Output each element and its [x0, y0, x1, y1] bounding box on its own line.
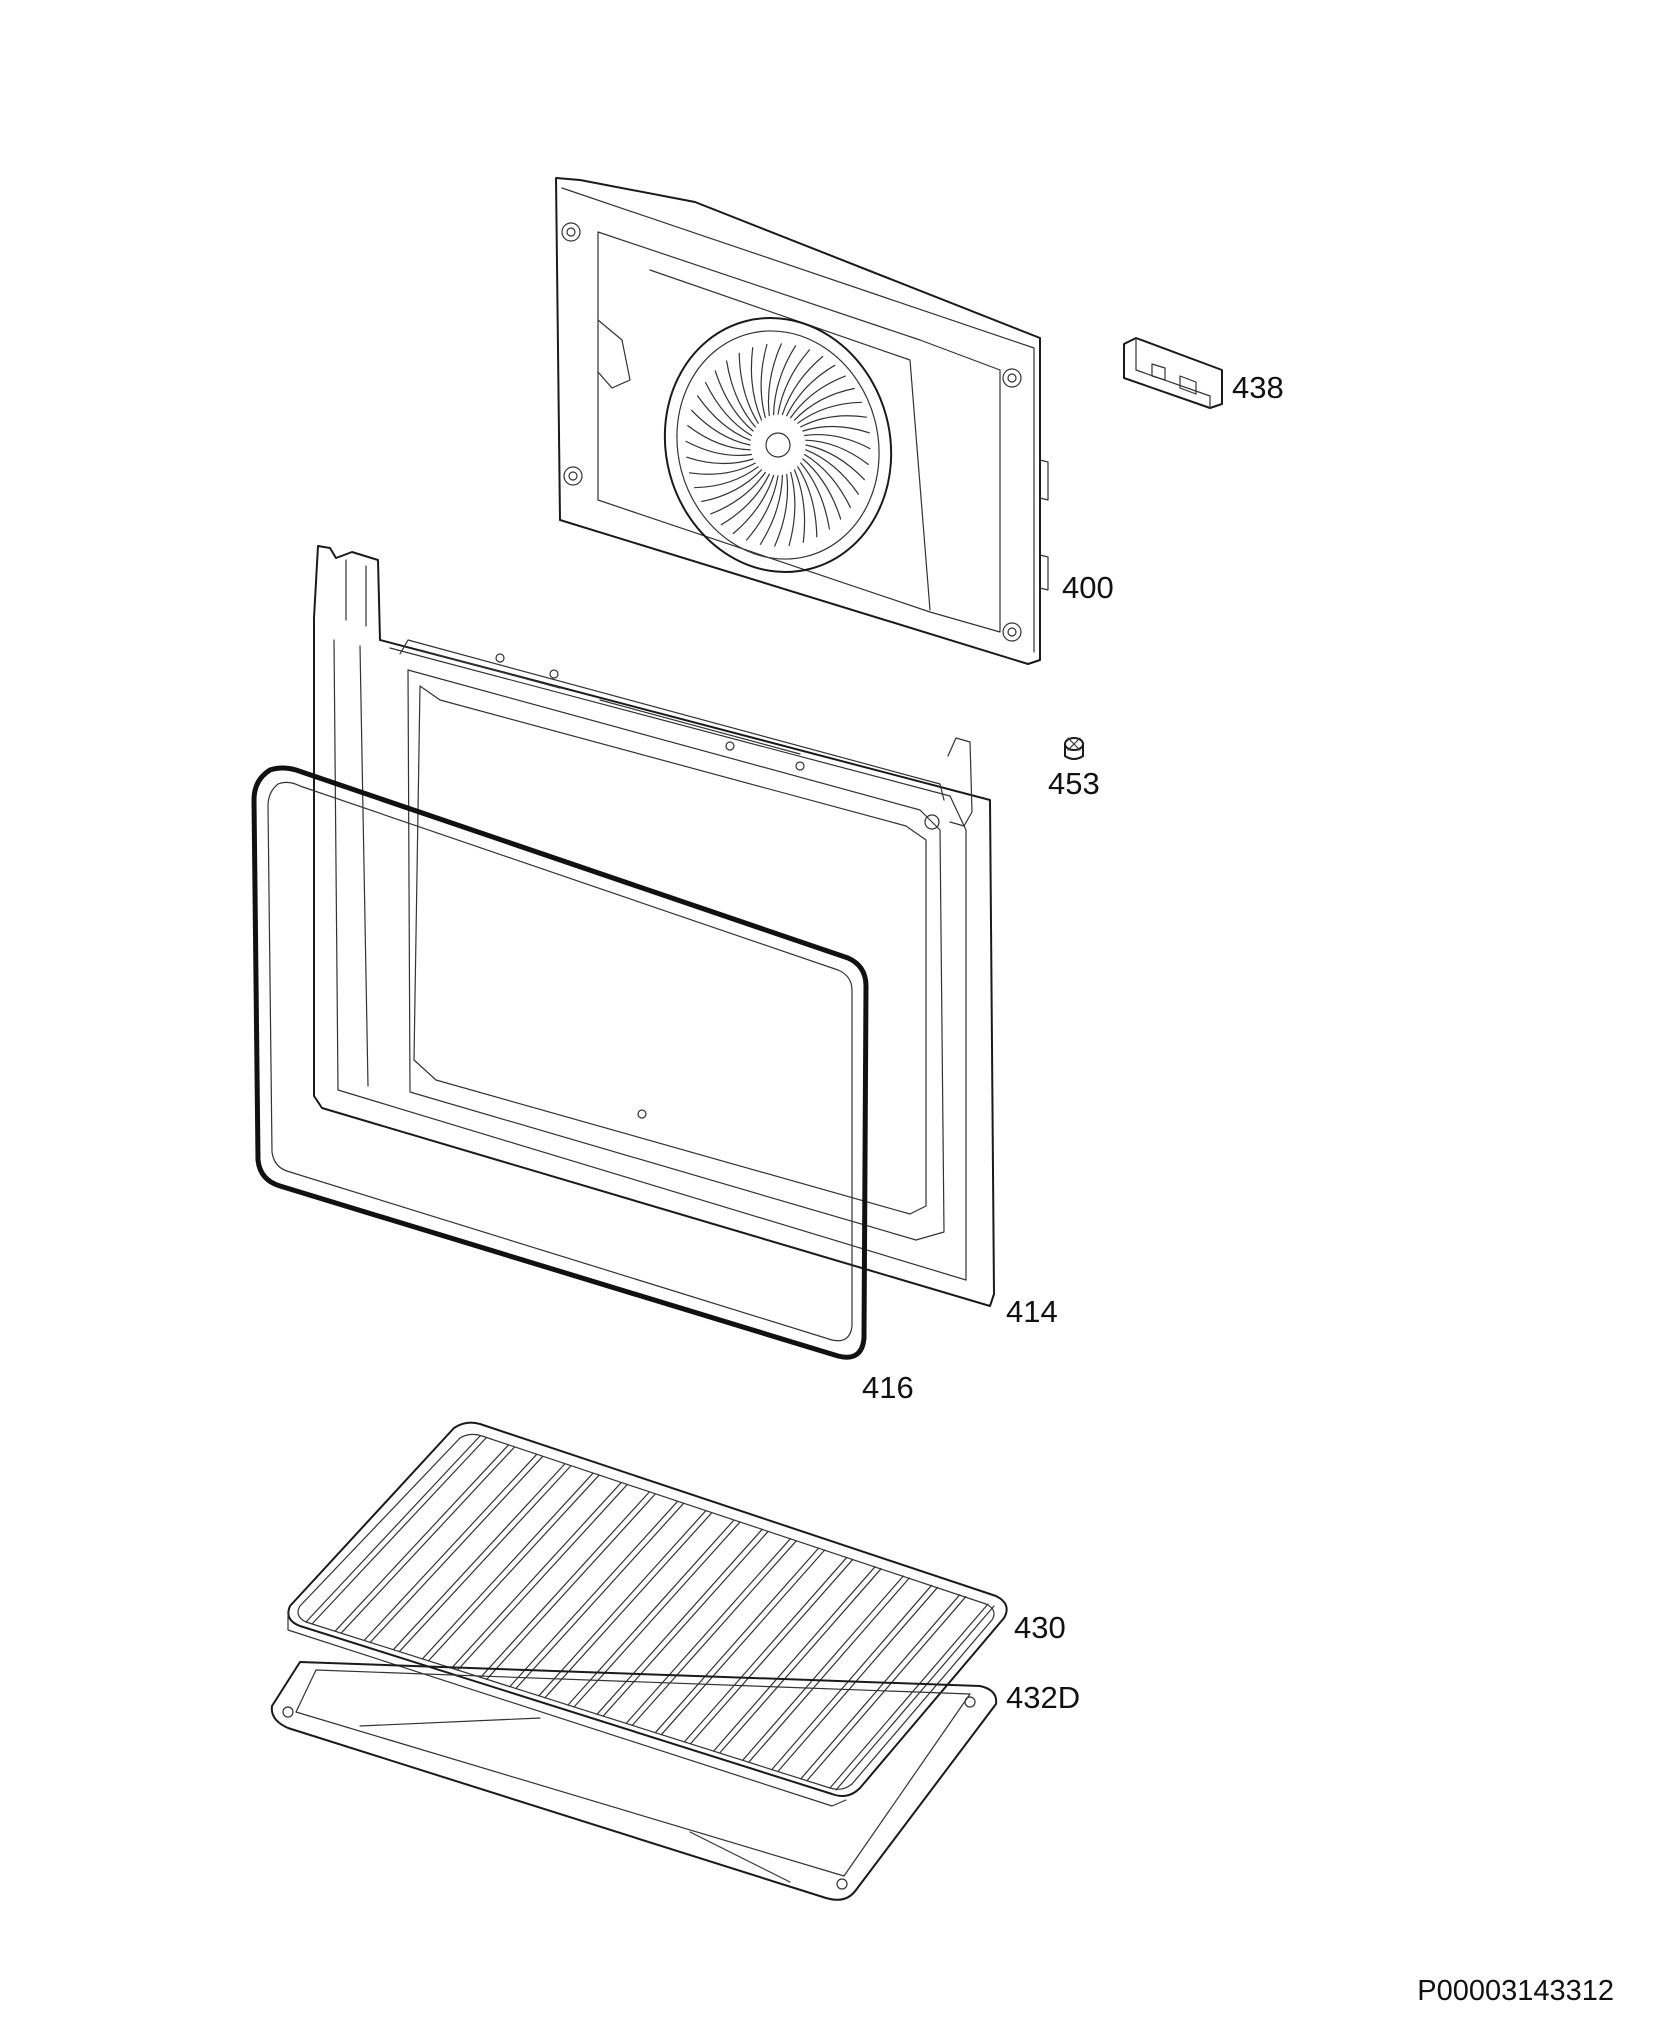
- hinge-bracket-438[interactable]: [1123, 337, 1223, 409]
- document-number: P00003143312: [1417, 1975, 1614, 2007]
- rack-wires: [305, 1435, 995, 1791]
- wire-rack-430[interactable]: [287, 1421, 1008, 1807]
- label-430: 430: [1014, 1610, 1066, 1645]
- door-seal-416[interactable]: [251, 765, 869, 1360]
- label-453: 453: [1048, 766, 1100, 801]
- label-414: 414: [1006, 1294, 1058, 1329]
- label-438: 438: [1232, 370, 1284, 405]
- baking-tray-432D[interactable]: [270, 1661, 998, 1901]
- door-frame-414[interactable]: [313, 545, 995, 1307]
- back-panel-400[interactable]: [555, 177, 1049, 665]
- label-432D: 432D: [1006, 1680, 1080, 1715]
- label-416: 416: [862, 1370, 914, 1405]
- fan-grille-icon: [685, 343, 871, 547]
- screw-453[interactable]: [1064, 737, 1084, 760]
- label-400: 400: [1062, 570, 1114, 605]
